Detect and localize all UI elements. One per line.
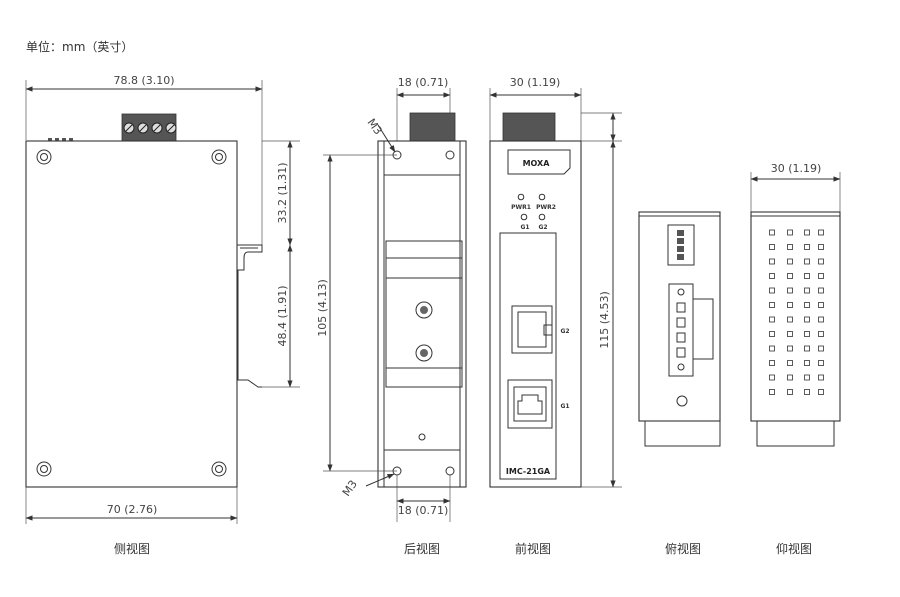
vent-hole <box>804 374 810 381</box>
unit-label: 单位：mm（英寸） <box>26 40 134 54</box>
vent-hole <box>804 360 810 366</box>
vent-hole <box>787 229 793 236</box>
vent-hole <box>804 244 810 250</box>
side-view: 78.8 (3.10) <box>25 74 300 556</box>
bottom-vent-grid <box>769 229 824 395</box>
rear-screw-bottom-label: M3 <box>340 478 360 499</box>
top-terminal-slots <box>676 288 686 371</box>
bottom-width-top-label: 30 (1.19) <box>771 162 822 175</box>
vent-hole <box>804 258 810 265</box>
vent-hole <box>804 229 810 236</box>
vent-hole <box>818 374 824 381</box>
top-view-caption: 俯视图 <box>665 541 701 556</box>
vent-hole <box>787 345 793 352</box>
led-g1-label: G1 <box>520 224 529 231</box>
rear-view: 18 (0.71) M3 M3 105 (4.13) <box>316 76 467 556</box>
front-view: 30 (1.19) MOXA PWR1 PWR2 G1 G2 G2 G1 IMC… <box>489 76 622 556</box>
front-width-top-label: 30 (1.19) <box>510 76 561 89</box>
vent-hole <box>769 287 775 294</box>
vent-hole <box>804 331 810 337</box>
led-g2-label: G2 <box>538 224 547 231</box>
vent-hole <box>769 302 775 308</box>
vent-hole <box>804 287 810 294</box>
side-height-lower-label: 48.4 (1.91) <box>276 285 289 346</box>
vent-hole <box>804 345 810 352</box>
vent-hole <box>818 331 824 337</box>
vent-hole <box>787 331 793 337</box>
bottom-view-caption: 仰视图 <box>776 541 812 556</box>
front-height-label: 115 (4.53) <box>598 291 611 349</box>
side-view-caption: 侧视图 <box>114 541 150 556</box>
vent-hole <box>787 258 793 265</box>
bottom-view: 30 (1.19) 仰视图 <box>750 162 841 556</box>
led-pwr2-label: PWR2 <box>536 204 556 211</box>
rear-view-caption: 后视图 <box>404 541 440 556</box>
vent-hole <box>804 316 810 323</box>
vent-hole <box>818 360 824 366</box>
vent-hole <box>769 331 775 337</box>
vent-hole <box>818 244 824 250</box>
vent-hole <box>769 229 775 236</box>
vent-hole <box>818 229 824 236</box>
vent-hole <box>787 389 793 395</box>
vent-hole <box>787 287 793 294</box>
terminal-screws <box>123 122 177 134</box>
vent-hole <box>818 345 824 352</box>
vent-hole <box>769 389 775 395</box>
vent-hole <box>769 244 775 250</box>
vent-hole <box>769 345 775 352</box>
vent-hole <box>787 244 793 250</box>
vent-hole <box>787 302 793 308</box>
rear-width-bottom-label: 18 (0.71) <box>398 504 449 517</box>
vent-hole <box>818 316 824 323</box>
vent-hole <box>818 258 824 265</box>
side-width-bottom-label: 70 (2.76) <box>107 503 158 516</box>
vent-hole <box>804 389 810 395</box>
rear-screw-top-label: M3 <box>365 116 385 137</box>
vent-hole <box>769 258 775 265</box>
vent-hole <box>818 273 824 279</box>
top-view: 俯视图 <box>638 211 721 556</box>
side-height-upper-label: 33.2 (1.31) <box>276 162 289 223</box>
vent-hole <box>787 374 793 381</box>
vent-hole <box>804 302 810 308</box>
vent-hole <box>769 273 775 279</box>
vent-hole <box>769 316 775 323</box>
vent-hole <box>818 287 824 294</box>
vent-hole <box>769 374 775 381</box>
vent-hole <box>804 273 810 279</box>
vent-hole <box>818 389 824 395</box>
rear-width-top-label: 18 (0.71) <box>398 76 449 89</box>
side-width-top-label: 78.8 (3.10) <box>113 74 174 87</box>
port-g2-label: G2 <box>560 328 569 335</box>
port-g1-label: G1 <box>560 403 569 410</box>
side-corner-screws <box>36 149 227 477</box>
vent-hole <box>787 316 793 323</box>
front-view-caption: 前视图 <box>515 541 551 556</box>
brand-logo: MOXA <box>523 159 551 168</box>
led-pwr1-label: PWR1 <box>511 204 531 211</box>
model-label: IMC-21GA <box>506 467 551 476</box>
vent-hole <box>787 360 793 366</box>
vent-hole <box>769 360 775 366</box>
vent-hole <box>787 273 793 279</box>
vent-hole <box>818 302 824 308</box>
rear-height-label: 105 (4.13) <box>316 279 329 337</box>
